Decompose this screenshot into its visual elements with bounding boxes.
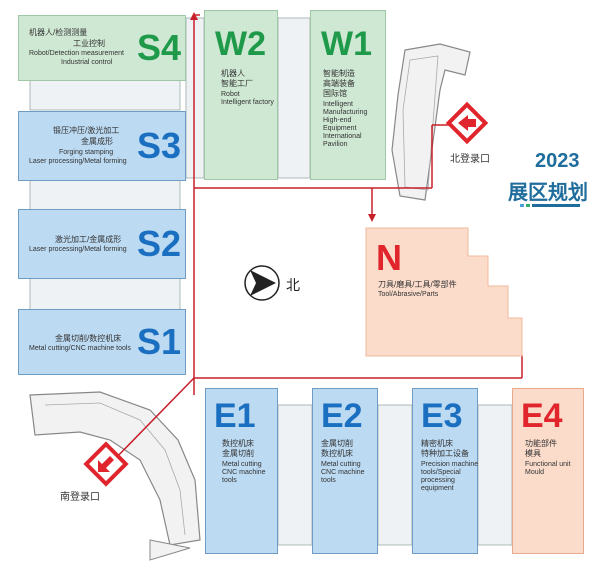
hall-e1-cn2: 金属切削 [222, 449, 254, 458]
hall-e4-en1: Functional unit [525, 461, 571, 468]
hall-s1-en1: Metal cutting/CNC machine tools [29, 345, 131, 352]
north-curved-building [391, 43, 471, 201]
south-wedge [149, 539, 191, 561]
hall-s4-en2: Industrial control [61, 59, 113, 66]
hall-w2-cn1: 机器人 [221, 69, 245, 78]
hall-s3-cn1: 锻压冲压/激光加工 [53, 126, 120, 135]
hall-n-en1: Tool/Abrasive/Parts [378, 291, 439, 298]
hall-n-cn1: 刀具/磨具/工具/零部件 [378, 280, 457, 289]
hall-s1[interactable]: 金属切削/数控机床 Metal cutting/CNC machine tool… [18, 309, 186, 375]
hall-n-code: N [376, 237, 402, 278]
title-year: 2023 [535, 150, 580, 172]
hall-e3[interactable]: E3 精密机床 特种加工设备 Precision machine tools/S… [412, 388, 478, 554]
north-entrance-marker [445, 101, 489, 145]
hall-e2-en3: tools [321, 477, 336, 484]
hall-w1-cn1: 智能制造 [323, 69, 355, 78]
hall-s2[interactable]: 激光加工/金属成形 Laser processing/Metal forming… [18, 209, 186, 279]
hall-w2-en2: Intelligent factory [221, 99, 274, 106]
hall-e2-cn1: 金属切削 [321, 439, 353, 448]
hall-s4-code: S4 [137, 27, 182, 68]
south-entrance-label: 南登录口 [60, 492, 100, 503]
hall-e2[interactable]: E2 金属切削 数控机床 Metal cutting CNC machine t… [312, 388, 378, 554]
hall-s4[interactable]: 机器人/检测测量 工业控制 Robot/Detection measuremen… [18, 15, 186, 81]
hall-s3-cn2: 金属成形 [81, 137, 113, 146]
hall-e2-code: E2 [321, 397, 363, 435]
hall-s3[interactable]: 锻压冲压/激光加工 金属成形 Forging stamping Laser pr… [18, 111, 186, 181]
hall-e3-cn2: 特种加工设备 [421, 449, 469, 458]
hall-w2[interactable]: W2 机器人 智能工厂 Robot Intelligent factory [204, 10, 278, 180]
east-connectors [277, 404, 513, 546]
hall-w1-cn3: 国际馆 [323, 89, 347, 98]
south-curved-building-inner [44, 402, 186, 536]
hall-e2-en2: CNC machine [321, 469, 365, 476]
hall-e4-cn1: 功能部件 [525, 439, 557, 448]
route-lines [111, 14, 523, 463]
hall-s4-cn2: 工业控制 [73, 39, 105, 48]
hall-w1-code: W1 [321, 25, 372, 63]
hall-e4-en2: Mould [525, 469, 545, 476]
hall-w2-cn2: 智能工厂 [221, 79, 253, 88]
hall-s1-cn1: 金属切削/数控机床 [55, 334, 122, 343]
hall-e3-code: E3 [421, 397, 463, 435]
hall-e4-cn2: 模具 [525, 449, 541, 458]
hall-w2-en1: Robot [221, 91, 240, 98]
hall-e4-code: E4 [521, 397, 563, 435]
hall-w1-en4: Equipment [323, 125, 357, 132]
hall-s1-code: S1 [137, 321, 182, 362]
compass-icon [244, 265, 280, 301]
hall-w1[interactable]: W1 智能制造 高端装备 国际馆 Intelligent Manufacturi… [310, 10, 386, 180]
hall-e2-cn2: 数控机床 [321, 449, 353, 458]
hall-s4-cn1: 机器人/检测测量 [29, 28, 88, 37]
hall-w1-en6: Pavilion [323, 141, 348, 148]
hall-e1-cn1: 数控机床 [222, 439, 254, 448]
title-main: 展区规划 [508, 182, 588, 204]
hall-w1-en5: International [323, 133, 362, 140]
hall-s2-code: S2 [137, 223, 182, 264]
hall-s3-en1: Forging stamping [59, 149, 114, 156]
hall-e3-cn1: 精密机床 [421, 439, 453, 448]
hall-e2-en1: Metal cutting [321, 461, 361, 468]
hall-s3-en2: Laser processing/Metal forming [29, 158, 127, 165]
hall-s2-en1: Laser processing/Metal forming [29, 246, 127, 253]
hall-e1-en1: Metal cutting [222, 461, 262, 468]
hall-e4[interactable]: E4 功能部件 模具 Functional unit Mould [512, 388, 584, 554]
hall-e3-en2: tools/Special [421, 469, 461, 476]
hall-e1[interactable]: E1 数控机床 金属切削 Metal cutting CNC machine t… [205, 388, 278, 554]
hall-s4-en1: Robot/Detection measurement [29, 50, 124, 57]
hall-w1-en3: High-end [323, 117, 352, 124]
compass-label: 北 [286, 277, 300, 293]
hall-s2-cn1: 激光加工/金属成形 [55, 235, 122, 244]
hall-n[interactable]: N 刀具/磨具/工具/零部件 Tool/Abrasive/Parts [366, 228, 522, 356]
hall-w1-en1: Intelligent [323, 101, 353, 108]
north-entrance-label: 北登录口 [450, 154, 490, 165]
title-decoration [520, 204, 580, 207]
hall-e3-en3: processing [421, 477, 455, 484]
hall-e3-en1: Precision machine [421, 461, 479, 468]
hall-e1-en2: CNC machine [222, 469, 266, 476]
hall-w1-en2: Manufacturing [323, 109, 368, 116]
hall-w1-cn2: 高端装备 [323, 79, 355, 88]
west-connectors [29, 79, 181, 311]
hall-s3-code: S3 [137, 125, 182, 166]
hall-e3-en4: equipment [421, 485, 454, 492]
hall-w2-code: W2 [215, 25, 266, 63]
hall-e1-code: E1 [214, 397, 256, 435]
hall-e1-en3: tools [222, 477, 237, 484]
